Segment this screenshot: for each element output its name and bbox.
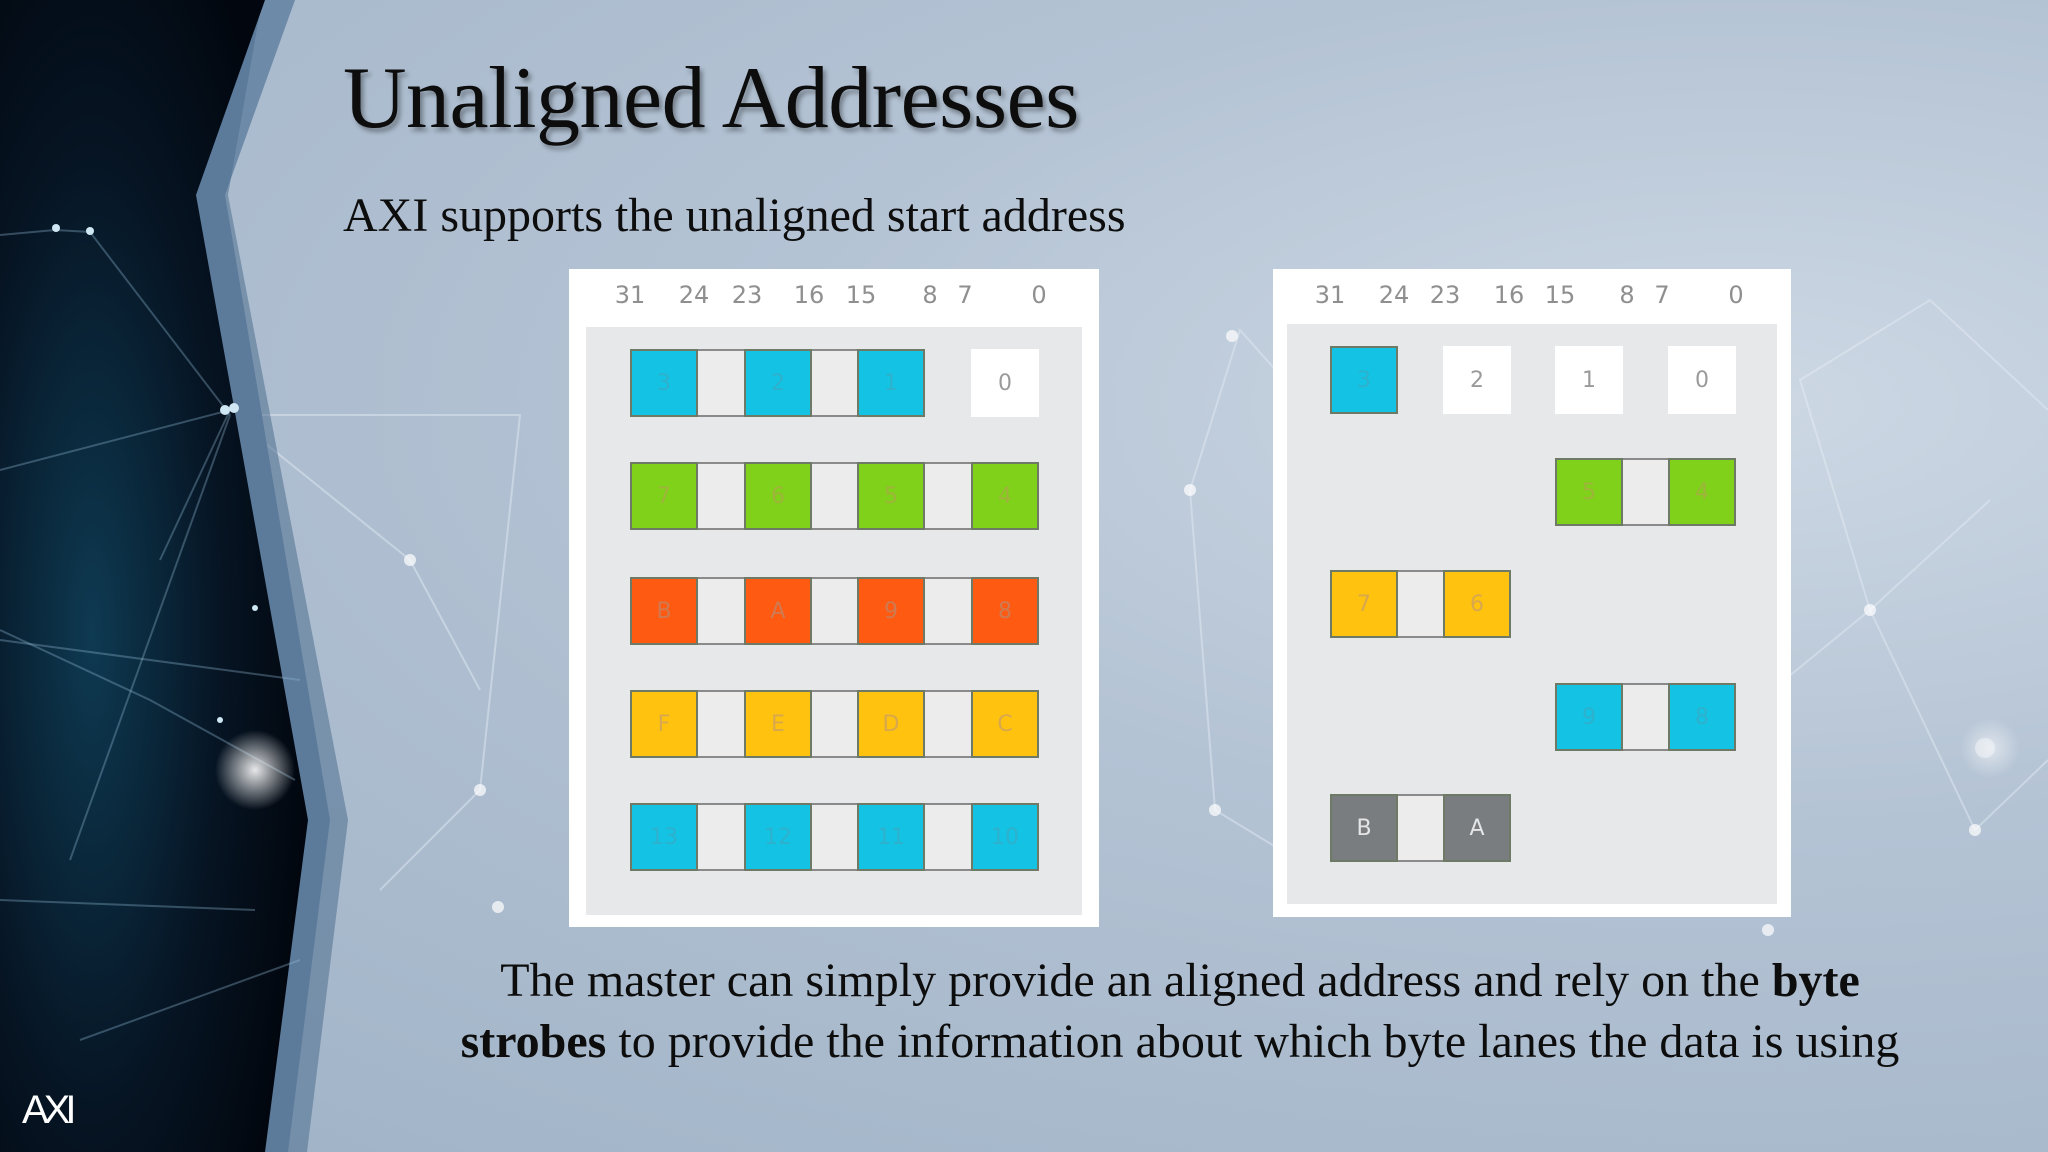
byte-cell: 0 — [1668, 346, 1736, 414]
byte-cell: B — [1330, 794, 1398, 862]
body-text: The master can simply provide an aligned… — [380, 950, 1980, 1072]
bit-label: 16 — [1493, 281, 1525, 309]
bit-label: 8 — [1619, 281, 1635, 309]
body-text-bold-byte: byte — [1771, 954, 1860, 1007]
byte-cell: 12 — [744, 803, 812, 871]
byte-lane-gap — [812, 690, 857, 758]
byte-lane-gap — [812, 803, 857, 871]
byte-cell: 4 — [971, 462, 1039, 530]
byte-lane-gap — [812, 577, 857, 645]
byte-cell: 2 — [744, 349, 812, 417]
byte-cell: 9 — [1555, 683, 1623, 751]
byte-cell: 6 — [1443, 570, 1511, 638]
bit-label: 15 — [845, 281, 877, 309]
byte-cell: 4 — [1668, 458, 1736, 526]
byte-cell: C — [971, 690, 1039, 758]
axi-logo: AXI — [22, 1088, 77, 1132]
byte-lane-gap — [698, 577, 744, 645]
byte-cell: 1 — [1555, 346, 1623, 414]
byte-lane-gap — [1623, 683, 1668, 751]
byte-lane-gap — [698, 690, 744, 758]
byte-cell: B — [630, 577, 698, 645]
byte-cell: F — [630, 690, 698, 758]
bit-label: 0 — [1728, 281, 1744, 309]
body-text-bold-strobes: strobes — [460, 1015, 607, 1068]
byte-lane-gap — [1398, 570, 1443, 638]
body-text-part2: to provide the information about which b… — [606, 1015, 1900, 1068]
byte-cell: 2 — [1443, 346, 1511, 414]
subtitle: AXI supports the unaligned start address — [343, 189, 1126, 242]
byte-cell: 7 — [1330, 570, 1398, 638]
bit-label: 8 — [922, 281, 938, 309]
byte-lane-gap — [925, 462, 971, 530]
byte-lane-gap — [698, 349, 744, 417]
byte-cell: D — [857, 690, 925, 758]
byte-cell: 8 — [971, 577, 1039, 645]
byte-cell: A — [744, 577, 812, 645]
bit-label: 31 — [614, 281, 646, 309]
byte-cell: 13 — [630, 803, 698, 871]
bit-label: 24 — [1378, 281, 1410, 309]
slide-title: Unaligned Addresses — [343, 50, 1079, 147]
byte-lane-gap — [1623, 458, 1668, 526]
byte-lane-gap — [812, 349, 857, 417]
bit-label: 7 — [957, 281, 973, 309]
bit-label: 7 — [1654, 281, 1670, 309]
byte-lane-gap — [925, 803, 971, 871]
byte-cell: 10 — [971, 803, 1039, 871]
bit-label: 23 — [731, 281, 763, 309]
byte-cell: 3 — [1330, 346, 1398, 414]
byte-cell: 5 — [1555, 458, 1623, 526]
byte-lane-gap — [698, 803, 744, 871]
byte-cell: 6 — [744, 462, 812, 530]
bit-label: 23 — [1429, 281, 1461, 309]
byte-lane-gap — [698, 462, 744, 530]
bit-label: 16 — [793, 281, 825, 309]
byte-cell: 3 — [630, 349, 698, 417]
byte-cell: 7 — [630, 462, 698, 530]
byte-cell: 0 — [971, 349, 1039, 417]
byte-cell: E — [744, 690, 812, 758]
byte-lane-gap — [812, 462, 857, 530]
bit-label: 24 — [678, 281, 710, 309]
byte-cell: 5 — [857, 462, 925, 530]
byte-lane-gap — [1398, 794, 1443, 862]
byte-lane-gap — [925, 577, 971, 645]
byte-cell: A — [1443, 794, 1511, 862]
byte-cell: 9 — [857, 577, 925, 645]
byte-cell: 8 — [1668, 683, 1736, 751]
byte-lane-gap — [925, 690, 971, 758]
byte-cell: 11 — [857, 803, 925, 871]
body-text-part1: The master can simply provide an aligned… — [500, 954, 1772, 1007]
bit-label: 0 — [1031, 281, 1047, 309]
byte-cell: 1 — [857, 349, 925, 417]
bit-label: 15 — [1544, 281, 1576, 309]
bit-label: 31 — [1314, 281, 1346, 309]
